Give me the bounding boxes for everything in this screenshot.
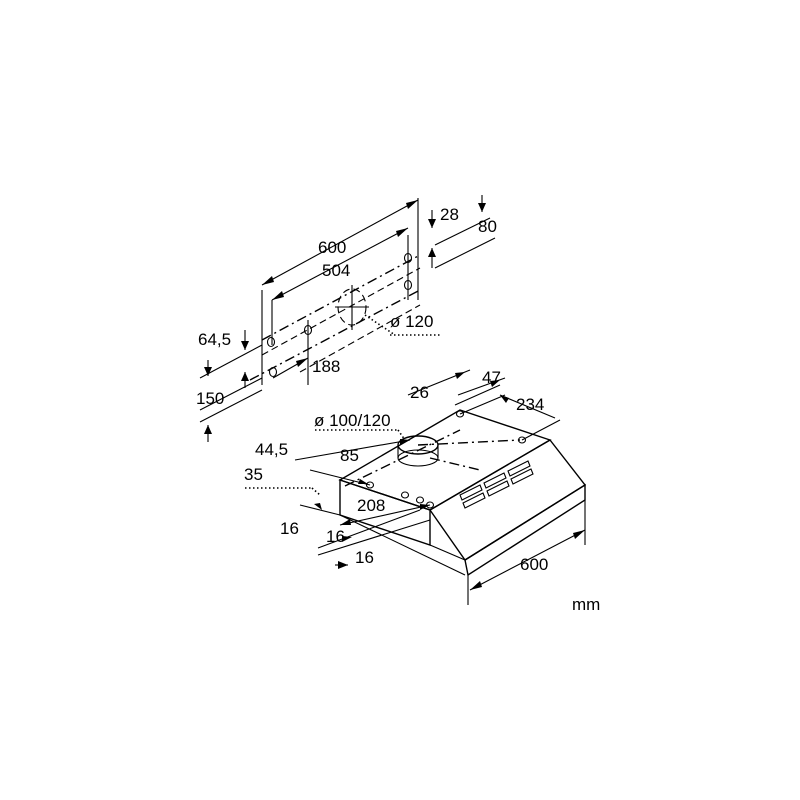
ext-208 [339,504,431,526]
ext-26 [454,384,501,406]
duct-circle-icon [335,285,369,330]
wall-template [199,195,496,442]
label-outlet-100-120: ø 100/120 [314,411,391,430]
dim-600-bottom-line [469,529,586,591]
dim-234-line [499,394,556,419]
vent-grille-icon [459,460,534,509]
template-upper-axis [261,254,421,341]
outlet-collar-icon [397,435,439,467]
ext-44-5 [294,439,411,461]
label-35: 35 [244,465,263,484]
ext-234 [521,419,561,441]
label-208: 208 [357,496,385,515]
ext-47 [459,394,506,415]
label-16-c: 16 [355,548,374,567]
template-bottom-dash [299,304,421,373]
ext-16b [317,509,421,549]
dim-80-ext-a [434,217,491,246]
label-600: 600 [318,238,346,257]
dim-504-line [271,227,409,301]
hood-axis-a [344,429,461,487]
label-234: 234 [516,395,544,414]
label-600-bottom: 600 [520,555,548,574]
dim-35-leader-b [311,487,321,496]
hood-bottom-edge [429,544,466,561]
unit-label: mm [572,595,600,614]
cooker-hood [245,369,587,605]
label-47: 47 [482,368,501,387]
ext-150-mid [199,377,263,411]
label-80: 80 [478,217,497,236]
label-16-a: 16 [280,519,299,538]
template-mid-dash [261,267,421,356]
label-16-b: 16 [326,527,345,546]
ext-16c [317,519,431,556]
label-504: 504 [322,261,350,280]
label-85: 85 [340,446,359,465]
ext-64-top [199,344,263,379]
hood-axis-b [417,439,521,446]
ext-16a [299,504,341,516]
label-28: 28 [440,205,459,224]
template-lower-axis [249,289,421,381]
hood-hole-icon [365,410,527,509]
label-duct-120: ø 120 [390,312,433,331]
ext-150-bottom [199,389,263,423]
label-188: 188 [312,357,340,376]
hood-side-bottom [339,514,466,576]
label-26: 26 [410,383,429,402]
mounting-hole-icon [266,252,413,378]
label-64-5: 64,5 [198,330,231,349]
dim-600-line [261,199,419,286]
hood-axis-c [429,457,481,471]
dim-80-ext-b [434,237,496,269]
label-150: 150 [196,389,224,408]
label-44-5: 44,5 [255,440,288,459]
